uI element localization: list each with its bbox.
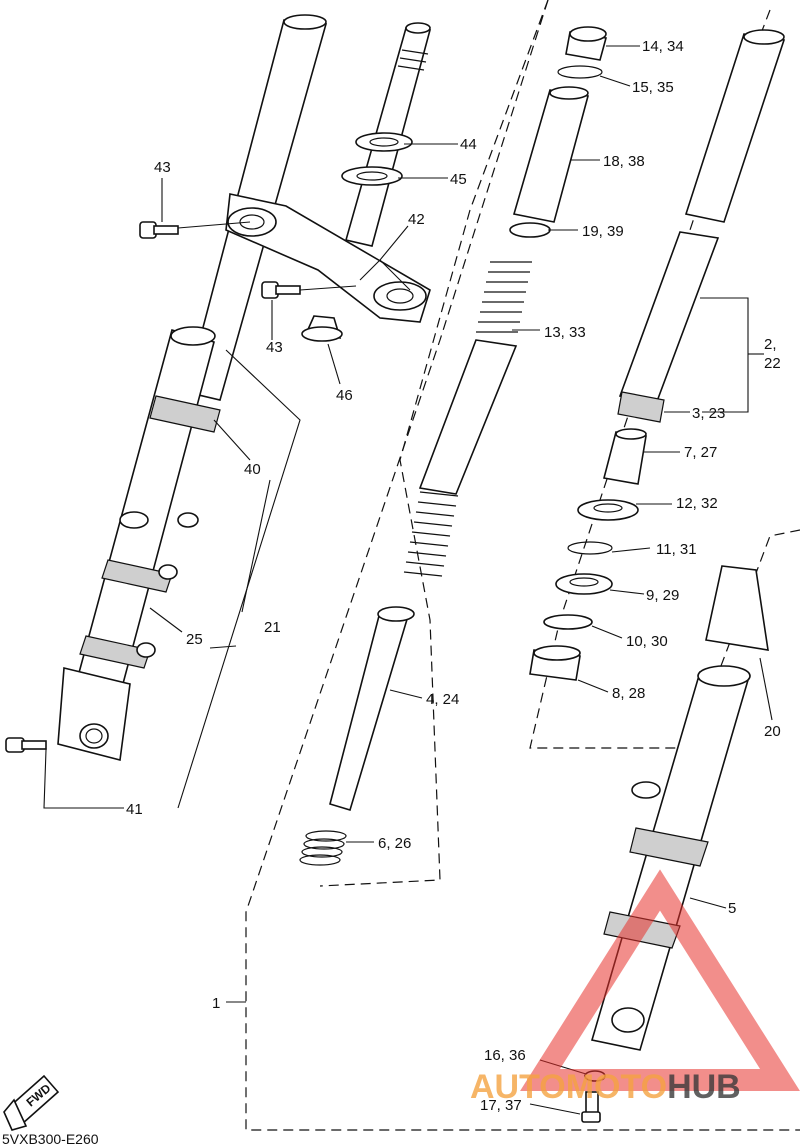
callout-4-24: 4, 24 <box>426 691 459 708</box>
callout-7-27: 7, 27 <box>684 444 717 461</box>
callout-labels: 14, 34 15, 35 18, 38 19, 39 13, 33 4, 24… <box>126 38 781 1114</box>
diagram-code: 5VXB300-E260 <box>2 1131 99 1147</box>
callout-13-33: 13, 33 <box>544 324 586 341</box>
callout-21: 21 <box>264 619 281 636</box>
watermark-hub: HUB <box>667 1068 741 1106</box>
callout-17-37: 17, 37 <box>480 1097 522 1114</box>
callout-6-26: 6, 26 <box>378 835 411 852</box>
svg-text:AUTOMOTOHUB: AUTOMOTOHUB <box>470 1068 741 1106</box>
forward-direction-badge: FWD <box>3 1074 60 1131</box>
callout-40: 40 <box>244 461 261 478</box>
callout-1: 1 <box>212 995 220 1012</box>
callout-44: 44 <box>460 136 477 153</box>
callout-19-39: 19, 39 <box>582 223 624 240</box>
callout-5: 5 <box>728 900 736 917</box>
callout-18-38: 18, 38 <box>603 153 645 170</box>
callout-15-35: 15, 35 <box>632 79 674 96</box>
left-fork-assembly <box>5 14 328 762</box>
callout-9-29: 9, 29 <box>646 587 679 604</box>
fork-spring-upper <box>476 261 532 333</box>
callout-16-36: 16, 36 <box>484 1047 526 1064</box>
callout-20: 20 <box>764 723 781 740</box>
steering-stem-assembly <box>139 22 432 342</box>
damper-internals <box>299 26 608 866</box>
callout-8-28: 8, 28 <box>612 685 645 702</box>
callout-10-30: 10, 30 <box>626 633 668 650</box>
callout-41: 41 <box>126 801 143 818</box>
inner-tube-and-seals <box>529 29 786 681</box>
callout-42: 42 <box>408 211 425 228</box>
outer-tube-assembly <box>581 565 769 1123</box>
callout-46: 46 <box>336 387 353 404</box>
callout-14-34: 14, 34 <box>642 38 684 55</box>
clamp-bolt-lower <box>261 281 301 299</box>
callout-3-23: 3, 23 <box>692 405 725 422</box>
callout-43-lower: 43 <box>266 339 283 356</box>
axle-pinch-bolt <box>5 737 47 753</box>
callout-2-22-b: 22 <box>764 355 781 372</box>
clamp-bolt-upper <box>139 221 179 239</box>
leader-lines <box>43 45 773 1115</box>
watermark-triangle <box>520 869 800 1091</box>
callout-45: 45 <box>450 171 467 188</box>
rebound-spring <box>299 830 347 866</box>
callout-25: 25 <box>186 631 203 648</box>
callout-43-upper: 43 <box>154 159 171 176</box>
callout-12-32: 12, 32 <box>676 495 718 512</box>
automotohub-watermark: AUTOMOTOHUB <box>470 869 800 1106</box>
callout-2-22-a: 2, <box>764 336 777 353</box>
fork-spring-lower <box>403 491 459 577</box>
callout-11-31: 11, 31 <box>656 541 697 558</box>
watermark-automoto: AUTOMOTO <box>470 1068 667 1106</box>
